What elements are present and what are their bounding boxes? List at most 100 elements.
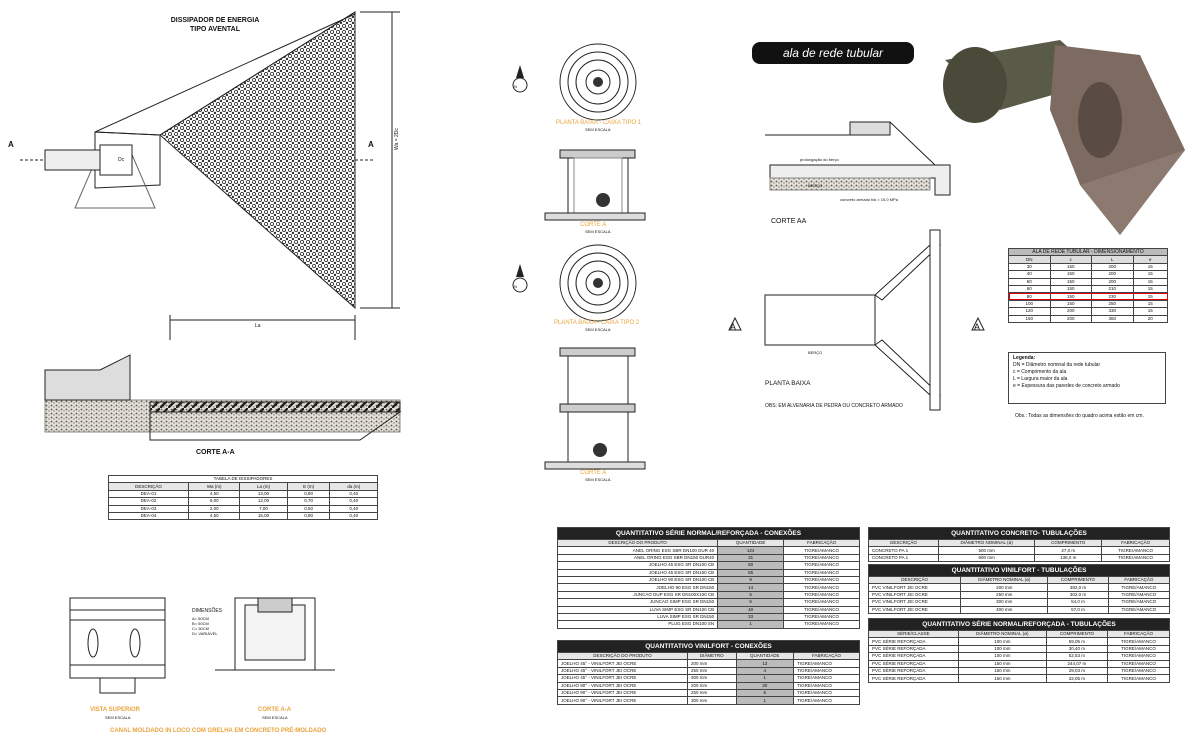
canal-dim: A= 50CM: [192, 616, 209, 621]
north-label: N: [514, 284, 517, 289]
col-header: SÉRIE/CLASSE: [868, 629, 959, 639]
qty-concreto-title: QUANTITATIVO CONCRETO- TUBULAÇÕES: [868, 527, 1170, 540]
ala-planta-label: PLANTA BAIXA: [765, 380, 811, 387]
col-header: DIÂMETRO NOMINAL (ø): [937, 538, 1036, 548]
caixa-2-plan-scale: SEM ESCALA: [585, 327, 611, 332]
ala-legend-item: c = Comprimento da ala: [1013, 369, 1067, 375]
col-header: e: [1132, 255, 1169, 264]
wa-label: Wa = 2Dc: [394, 128, 400, 150]
ala-legend-box: Legenda: DN = Diâmetro nominal da rede t…: [1008, 352, 1166, 404]
ala-3d-render: [943, 40, 1185, 235]
col-header: E (m): [286, 482, 331, 491]
ala-corte-aa: [765, 121, 951, 196]
caixa-2-section: [544, 347, 646, 470]
dissipator-subtitle: TIPO AVENTAL: [189, 26, 241, 33]
col-header: DESCRIÇÃO DO PRODUTO: [556, 538, 719, 548]
col-header: DESCRIÇÃO: [868, 538, 939, 548]
caixa-2-corte-label: CORTE A: [580, 470, 607, 476]
col-header: da (m): [329, 482, 378, 491]
section-marker-a-left: A: [8, 140, 14, 149]
caixa-1-corte-scale: SEM ESCALA: [585, 229, 611, 234]
ala-berco-label: BERÇO: [808, 183, 823, 188]
qty-normal-tub-title: QUANTITATIVO SÉRIE NORMAL/REFORÇADA - TU…: [868, 618, 1170, 631]
col-header: FABRICAÇÃO: [1107, 575, 1171, 585]
qty-conexoes-table: QUANTITATIVO SÉRIE NORMAL/REFORÇADA - CO…: [556, 527, 860, 629]
dissipator-title: DISSIPADOR DE ENERGIA: [170, 17, 260, 24]
canal-title: CANAL MOLDADO IN LOCO COM GRELHA EM CONC…: [110, 728, 327, 734]
col-header: c: [1049, 255, 1093, 264]
dissipator-table-title: TABELA DE DISSIPADORES: [108, 474, 378, 484]
col-header: QUANTIDADE: [717, 538, 785, 548]
col-header: La (m): [239, 482, 288, 491]
caixa-1-plan-label: PLANTA BAIXA - CAIXA TIPO 1: [556, 120, 642, 126]
canal-top-view: [69, 597, 166, 694]
ala-corte-aa-label: CORTE AA: [771, 218, 807, 225]
col-header: DESCRIÇÃO DO PRODUTO: [557, 651, 688, 661]
ala-banner: ala de rede tubular: [782, 46, 884, 60]
col-header: DESCRIÇÃO: [107, 482, 190, 491]
ala-obs-2: Obs.: Todas as dimensões do quadro acima…: [1015, 413, 1144, 419]
ala-table-title: ALA DE REDE TUBULAR - DIMENSIONAMENTO: [1008, 247, 1168, 257]
ala-legend-item: e = Espessura das paredes de concreto ar…: [1013, 383, 1120, 389]
canal-vista-label: VISTA SUPERIOR: [90, 707, 141, 713]
col-header: DN: [1008, 255, 1051, 264]
col-header: Wa (m): [188, 482, 241, 491]
dissipator-table: TABELA DE DISSIPADORES DESCRIÇÃO Wa (m) …: [107, 474, 378, 521]
caixa-1-corte-label: CORTE A: [580, 222, 607, 228]
ala-concreto-label: concreto armado fck = 15,0 MPa: [840, 197, 898, 202]
col-header: COMPRIMENTO: [1047, 575, 1109, 585]
caixa-1-plan: [512, 43, 637, 121]
ala-prolong-label: prolongação do berço: [800, 157, 839, 162]
qty-vinilfort-conexoes-table: QUANTITATIVO VINILFORT - CONEXÕES DESCRI…: [557, 640, 860, 705]
caixa-2-plan: [512, 244, 637, 322]
dissipator-plan: [20, 11, 400, 340]
caixa-2-corte-scale: SEM ESCALA: [585, 477, 611, 482]
ala-legend-title: Legenda:: [1013, 355, 1036, 361]
dc-label: Dc: [118, 157, 125, 163]
canal-dims-title: DIMENSÕES: [192, 608, 223, 614]
ala-planta: [728, 229, 985, 411]
north-label: N: [514, 84, 517, 89]
ala-dim-table: ALA DE REDE TUBULAR - DIMENSIONAMENTO DN…: [1008, 247, 1169, 323]
col-header: DIÂMETRO: [686, 651, 737, 661]
caixa-2-plan-label: PLANTA BAIXA - CAIXA TIPO 2: [554, 320, 640, 326]
col-header: FABRICAÇÃO: [1101, 538, 1170, 548]
caixa-1-section: [544, 149, 646, 221]
section-marker-a-right: A: [368, 140, 374, 149]
col-header: COMPRIMENTO: [1045, 629, 1108, 639]
qty-vinilfort-tub-title: QUANTITATIVO VINILFORT - TUBULAÇÕES: [868, 564, 1170, 577]
canal-dim: D= VARIÁVEL: [192, 631, 218, 636]
